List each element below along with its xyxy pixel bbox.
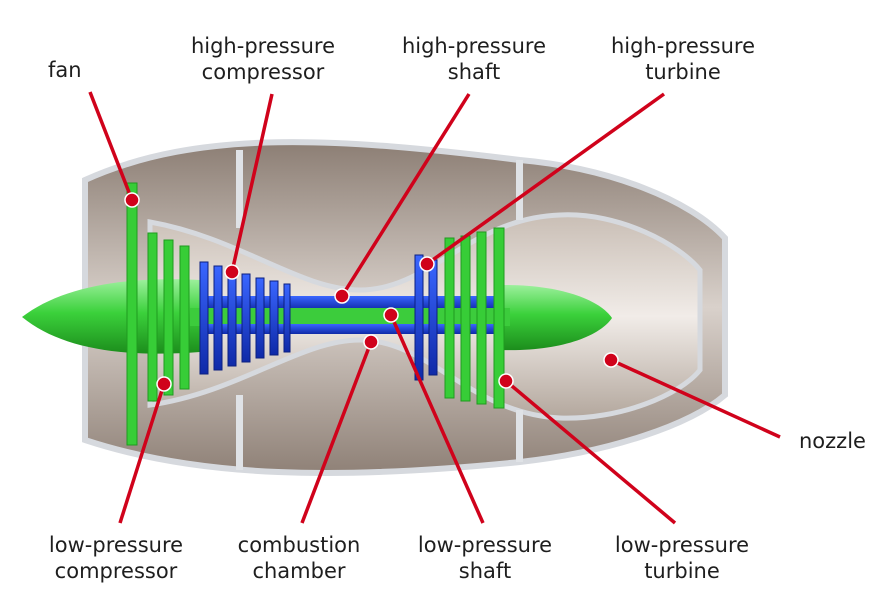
lp-compressor-leader — [118, 383, 166, 524]
label-hp-turbine-line2: turbine — [645, 60, 721, 84]
label-hp-turbine: high-pressure turbine — [608, 33, 758, 85]
lp-shaft-leader — [389, 314, 485, 524]
label-hp-turbine-line1: high-pressure — [610, 34, 756, 58]
nozzle-dot — [603, 352, 619, 368]
label-combustion-chamber: combustion chamber — [224, 532, 374, 584]
lp-turbine-dot — [498, 373, 514, 389]
hp-turbine-dot — [419, 256, 435, 272]
label-nozzle-text: nozzle — [799, 429, 866, 453]
label-lp-turbine-line1: low-pressure — [614, 533, 750, 557]
fan-leader — [88, 91, 134, 201]
label-lp-turbine: low-pressure turbine — [607, 532, 757, 584]
label-hp-compressor-line1: high-pressure — [190, 34, 336, 58]
hp-compressor-dot — [224, 264, 240, 280]
label-combustion-line2: chamber — [252, 559, 346, 583]
hp-shaft-leader — [340, 93, 471, 297]
label-hp-compressor: high-pressure compressor — [188, 33, 338, 85]
lp-shaft-dot — [383, 307, 399, 323]
fan-dot — [124, 192, 140, 208]
combustion-dot — [363, 334, 379, 350]
label-hp-shaft: high-pressure shaft — [399, 33, 549, 85]
hp-compressor-leader — [230, 93, 274, 273]
label-combustion-line1: combustion — [237, 533, 361, 557]
label-nozzle: nozzle — [799, 428, 866, 454]
hp-shaft-dot — [334, 288, 350, 304]
label-lp-compressor: low-pressure compressor — [41, 532, 191, 584]
label-lp-shaft-line1: low-pressure — [417, 533, 553, 557]
blue-blades — [199, 254, 438, 381]
label-hp-compressor-line2: compressor — [201, 60, 325, 84]
label-hp-shaft-line2: shaft — [447, 60, 501, 84]
label-lp-shaft: low-pressure shaft — [410, 532, 560, 584]
label-hp-shaft-line1: high-pressure — [401, 34, 547, 58]
label-lp-shaft-line2: shaft — [458, 559, 512, 583]
nozzle-leader — [610, 358, 781, 439]
label-fan-text: fan — [48, 58, 82, 82]
label-fan: fan — [48, 57, 82, 83]
label-lp-compressor-line1: low-pressure — [48, 533, 184, 557]
lp-turbine-leader — [504, 379, 677, 525]
leader-dots — [124, 192, 619, 392]
label-lp-turbine-line2: turbine — [644, 559, 720, 583]
hp-turbine-leader — [425, 92, 666, 266]
combustion-leader — [300, 341, 373, 524]
lp-compressor-dot — [156, 376, 172, 392]
green-blades — [126, 182, 505, 446]
leader-lines — [88, 91, 781, 525]
label-lp-compressor-line2: compressor — [54, 559, 178, 583]
